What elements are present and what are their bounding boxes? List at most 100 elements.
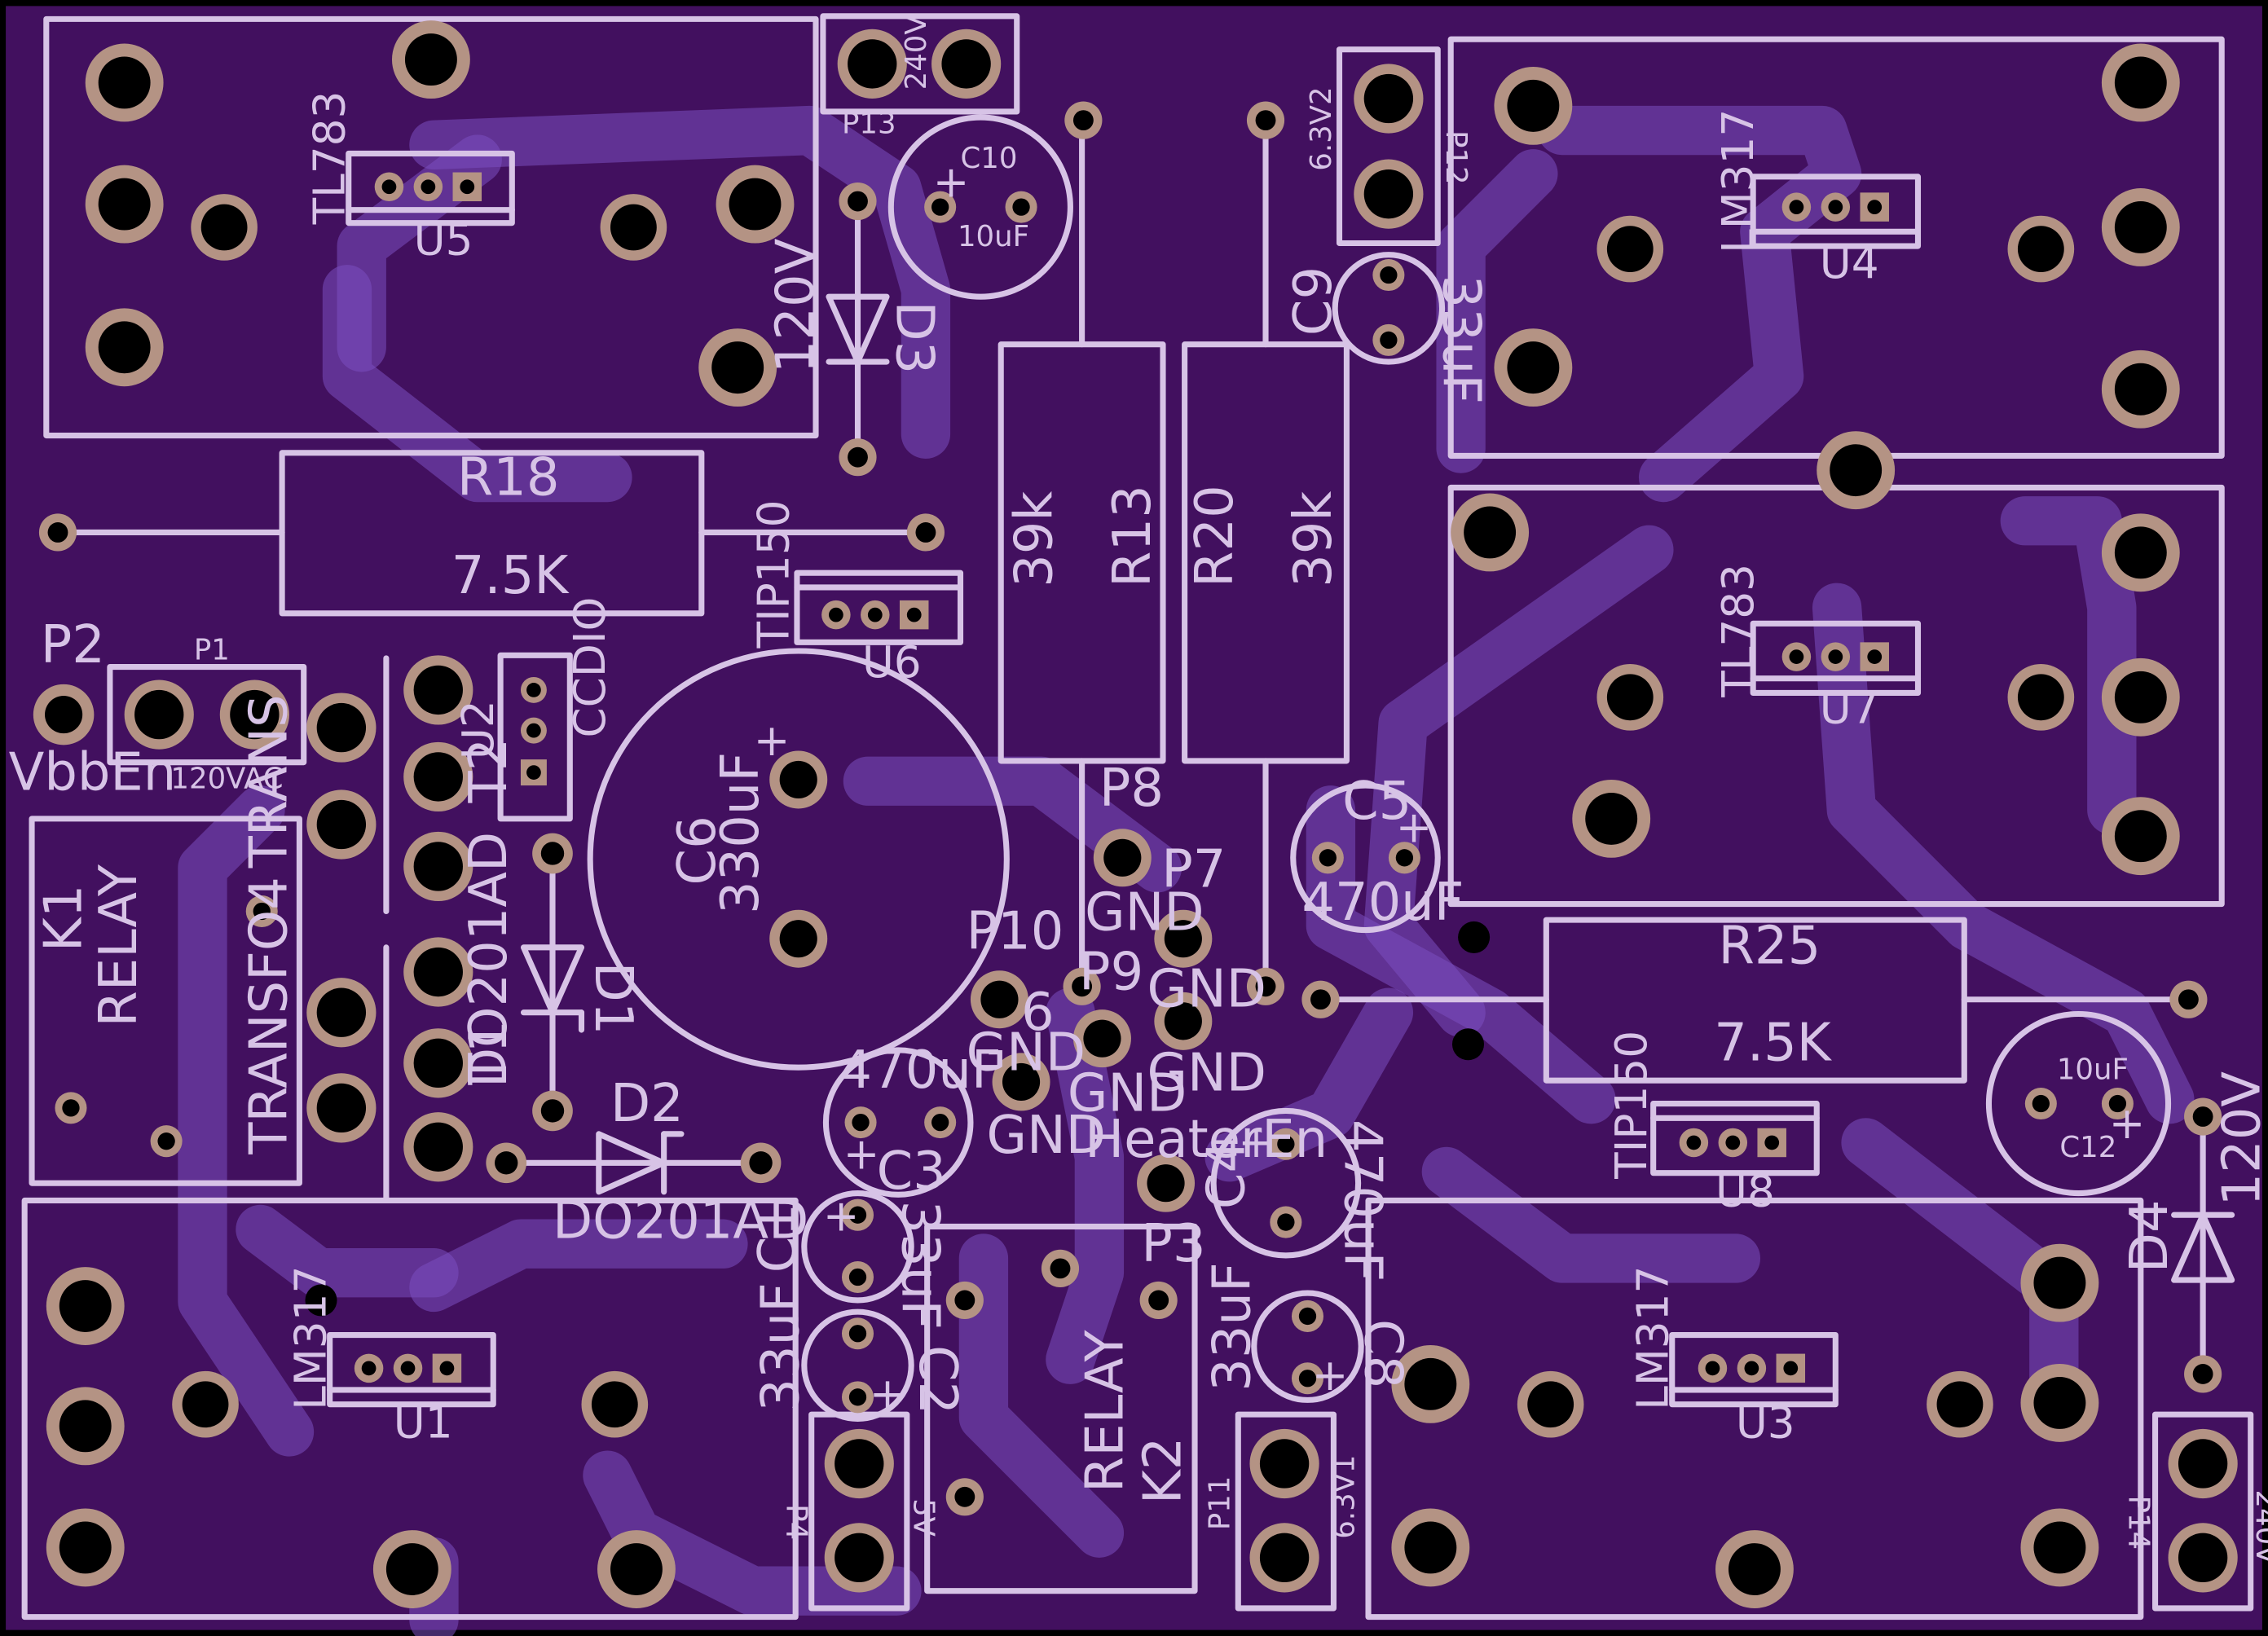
pad-hole: [1164, 1002, 1202, 1040]
label-gnd-p8: GND: [1085, 883, 1204, 943]
pad-hole: [316, 799, 367, 850]
pad-hole: [711, 341, 764, 394]
pad-hole: [439, 1361, 455, 1376]
pad-hole: [98, 56, 151, 109]
pad-hole: [931, 1113, 949, 1132]
label-r18: R18: [457, 447, 560, 508]
pad-hole: [1259, 1439, 1310, 1489]
pad-hole: [1380, 266, 1398, 284]
pad-hole: [45, 696, 83, 734]
label-120vac: 120VAC: [170, 763, 283, 796]
label-d3: D3: [883, 301, 944, 374]
pad-hole: [400, 1361, 416, 1376]
pad-hole: [2114, 671, 2167, 723]
pad-hole: [1404, 1357, 1457, 1410]
label-c10: C10: [961, 142, 1018, 175]
pad-hole: [2114, 201, 2167, 253]
label-heateren: HeaterEn: [1085, 1110, 1328, 1170]
label-trans: TRANS: [239, 694, 299, 869]
pad-hole: [526, 683, 541, 697]
pad-hole: [1277, 1213, 1295, 1231]
pad-hole: [200, 204, 248, 251]
label-p13: P13: [842, 108, 896, 141]
label-p10: P10: [967, 902, 1064, 962]
pad-hole: [848, 446, 868, 468]
pad-hole: [1867, 649, 1883, 664]
mounting-hole: [1458, 921, 1491, 953]
pad-hole: [1744, 1361, 1759, 1376]
pad-hole: [848, 1206, 867, 1224]
label-u2: U2: [453, 700, 504, 759]
pad-hole: [1255, 976, 1276, 997]
pad-hole: [1464, 506, 1517, 559]
pad-hole: [59, 1400, 112, 1453]
pad-hole: [1828, 649, 1843, 664]
label-transfo4: TRANSFO4: [239, 877, 299, 1155]
pad-hole: [47, 522, 68, 543]
label-lm317-u4: LM317: [1713, 109, 1764, 253]
svg-text:+: +: [1396, 802, 1433, 852]
pad-hole: [915, 522, 936, 543]
label-5v: 5V: [907, 1498, 940, 1537]
pad-hole: [848, 39, 897, 89]
pad-hole: [1686, 1135, 1702, 1150]
pad-hole: [1789, 649, 1804, 664]
pad-hole: [1147, 1164, 1185, 1203]
pad-hole: [2192, 1106, 2213, 1127]
label-ccdio: CCDIO: [565, 597, 615, 738]
label-r18-value: 7.5K: [451, 546, 570, 606]
pad-hole: [2178, 1439, 2228, 1489]
label-vbben: VbbEn: [9, 742, 177, 803]
label-u7: U7: [1820, 684, 1879, 734]
label-c8: C8: [1352, 1319, 1412, 1388]
label-p4: P4: [780, 1504, 813, 1540]
pad-hole: [540, 842, 565, 865]
pad-hole: [1148, 1290, 1169, 1311]
pad-hole: [1867, 200, 1883, 214]
pad-hole: [413, 1038, 463, 1088]
pad-hole: [2178, 1533, 2228, 1583]
pad-hole: [1585, 792, 1638, 845]
label-u5: U5: [414, 215, 473, 266]
pad-hole: [980, 980, 1019, 1018]
pad-hole: [2108, 1094, 2127, 1113]
label-r13: R13: [1103, 485, 1163, 587]
svg-text:+: +: [843, 1128, 880, 1179]
label-c1: C1: [748, 1203, 808, 1273]
pad-hole: [460, 179, 475, 195]
label-6v3-1: 6.3V1: [1328, 1454, 1361, 1538]
pad-hole: [2032, 1094, 2050, 1113]
pad-hole: [848, 1325, 867, 1343]
svg-text:+: +: [870, 1369, 906, 1419]
label-p6: 6: [1021, 983, 1055, 1043]
label-tip150-u8: TIP150: [1606, 1031, 1657, 1180]
pad-hole: [2114, 526, 2167, 579]
pad-hole: [1725, 1135, 1741, 1150]
pad-hole: [867, 607, 883, 622]
label-c5: C5: [1342, 772, 1411, 832]
pad-hole: [610, 204, 657, 251]
pad-hole: [1012, 198, 1030, 216]
pad-hole: [941, 39, 991, 89]
pad-hole: [852, 1113, 870, 1132]
pad-hole: [526, 765, 541, 780]
pad-hole: [1828, 200, 1843, 214]
pad-hole: [1298, 1370, 1317, 1388]
mounting-hole: [1451, 1028, 1485, 1061]
label-c4: C4: [1196, 1140, 1257, 1209]
pad-hole: [1363, 73, 1414, 124]
pad-hole: [316, 1083, 367, 1133]
pad-hole: [1164, 920, 1202, 958]
copper-pads: [33, 20, 2238, 1608]
pad-hole: [59, 1521, 112, 1574]
label-gnd-p10: GND: [967, 1023, 1086, 1084]
pad-hole: [1103, 838, 1142, 877]
pad-hole: [1705, 1361, 1720, 1376]
svg-text:+: +: [754, 715, 790, 766]
pad-hole: [1606, 226, 1654, 272]
label-120v-right: 120V: [2212, 1071, 2268, 1207]
pad-hole: [1072, 110, 1094, 131]
label-relay-k1: RELAY: [89, 864, 149, 1027]
svg-text:+: +: [823, 1191, 860, 1242]
